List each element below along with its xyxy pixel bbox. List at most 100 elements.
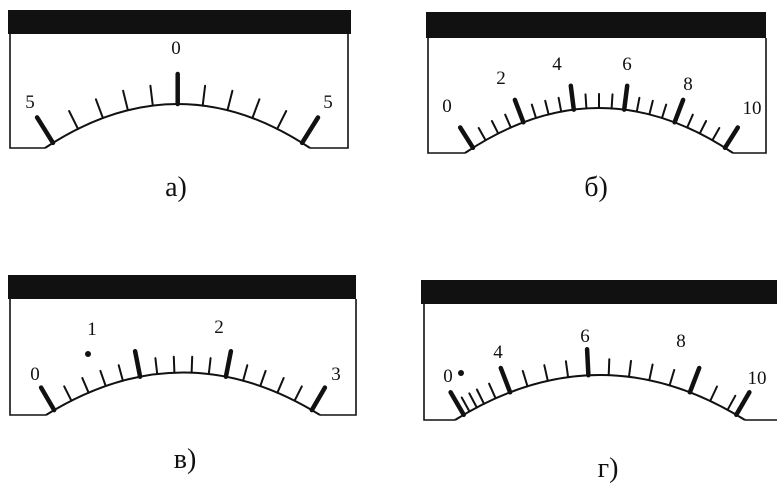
minor-tick xyxy=(259,369,267,387)
scale-label-0: 0 xyxy=(171,38,181,59)
minor-tick xyxy=(557,96,563,113)
scale-panel-b: 0 2 4 6 8 10 б) xyxy=(426,12,767,203)
minor-tick xyxy=(172,355,176,374)
scale-arc xyxy=(45,371,321,416)
minor-tick xyxy=(488,382,497,400)
minor-tick xyxy=(668,369,676,387)
minor-tick xyxy=(94,98,104,119)
minor-tick xyxy=(190,355,194,374)
minor-tick xyxy=(635,96,641,113)
minor-tick xyxy=(530,103,537,119)
minor-tick xyxy=(648,99,654,116)
minor-tick xyxy=(242,364,249,382)
scale-frame xyxy=(423,304,777,421)
minor-tick xyxy=(711,127,721,142)
scale-label-4: 4 xyxy=(552,54,562,75)
minor-tick xyxy=(154,357,159,375)
minor-tick xyxy=(122,89,129,112)
scale-label-6: 6 xyxy=(580,326,590,347)
minor-tick xyxy=(63,385,73,402)
scale-ticks xyxy=(34,71,321,146)
scale-ticks xyxy=(448,347,752,418)
minor-tick xyxy=(293,385,303,402)
scale-top-bar xyxy=(8,275,356,299)
major-tick xyxy=(621,83,630,112)
scale-label-6: 6 xyxy=(622,54,632,75)
major-tick xyxy=(687,365,702,395)
minor-tick xyxy=(543,364,549,382)
minor-tick xyxy=(226,89,234,112)
scale-label-2: 2 xyxy=(214,317,224,338)
major-tick xyxy=(672,97,686,125)
minor-tick xyxy=(648,363,654,382)
minor-tick xyxy=(661,103,668,119)
scale-label-right-5: 5 xyxy=(323,92,333,113)
scale-panel-d: 0 4 6 8 10 г) xyxy=(421,280,777,484)
scale-caption: а) xyxy=(165,172,187,203)
scale-caption: в) xyxy=(174,444,197,475)
minor-tick xyxy=(504,113,512,129)
minor-tick xyxy=(81,377,90,394)
minor-tick xyxy=(490,120,500,135)
major-tick xyxy=(223,348,234,379)
scale-label-10: 10 xyxy=(743,98,762,119)
scale-panel-a: 5 0 5 а) xyxy=(8,10,351,203)
major-tick xyxy=(132,348,143,379)
major-tick xyxy=(722,125,741,151)
minor-tick xyxy=(607,358,611,377)
major-tick xyxy=(34,115,56,146)
minor-tick xyxy=(201,84,207,107)
minor-tick xyxy=(584,93,588,110)
scale-ticks xyxy=(457,83,741,151)
major-tick xyxy=(498,365,513,395)
minor-tick xyxy=(468,392,478,409)
minor-tick xyxy=(276,377,285,394)
minor-tick xyxy=(207,357,212,375)
scale-frame xyxy=(9,34,349,149)
minor-tick xyxy=(686,113,694,129)
minor-tick xyxy=(99,369,107,387)
major-tick xyxy=(38,385,57,413)
minor-tick xyxy=(544,99,550,116)
scale-label-3: 3 xyxy=(331,364,341,385)
scale-label-0: 0 xyxy=(30,364,40,385)
minor-tick xyxy=(251,98,261,119)
scale-label-4: 4 xyxy=(493,342,503,363)
scale-label-left-5: 5 xyxy=(25,92,35,113)
scale-label-0: 0 xyxy=(442,96,452,117)
minor-tick xyxy=(564,360,570,379)
minor-tick xyxy=(610,93,614,110)
minor-tick xyxy=(698,120,708,135)
scale-dot-marker xyxy=(458,370,464,376)
scale-dot-marker xyxy=(85,351,91,357)
major-tick xyxy=(734,390,752,418)
scale-arc xyxy=(44,103,311,149)
minor-tick xyxy=(477,127,487,142)
minor-tick xyxy=(460,396,471,413)
minor-tick xyxy=(709,385,718,402)
major-tick xyxy=(568,83,577,112)
scale-label-1: 1 xyxy=(87,319,97,340)
scale-ticks xyxy=(38,348,328,413)
minor-tick xyxy=(117,364,124,382)
minor-tick xyxy=(68,110,79,130)
scale-top-bar xyxy=(426,12,766,38)
scale-caption: б) xyxy=(584,172,608,203)
minor-tick xyxy=(475,388,485,405)
scale-label-2: 2 xyxy=(496,68,506,89)
minor-tick xyxy=(628,359,632,378)
minor-tick xyxy=(149,84,154,107)
major-tick xyxy=(309,385,328,413)
scale-caption: г) xyxy=(598,453,619,484)
major-tick xyxy=(512,97,526,125)
scale-frame xyxy=(427,38,767,154)
minor-tick xyxy=(521,370,529,388)
scale-top-bar xyxy=(421,280,777,304)
major-tick xyxy=(457,125,476,151)
minor-tick xyxy=(726,394,737,411)
major-tick xyxy=(448,390,466,418)
minor-tick xyxy=(276,110,288,130)
scale-label-8: 8 xyxy=(683,74,693,95)
major-tick xyxy=(584,347,591,378)
